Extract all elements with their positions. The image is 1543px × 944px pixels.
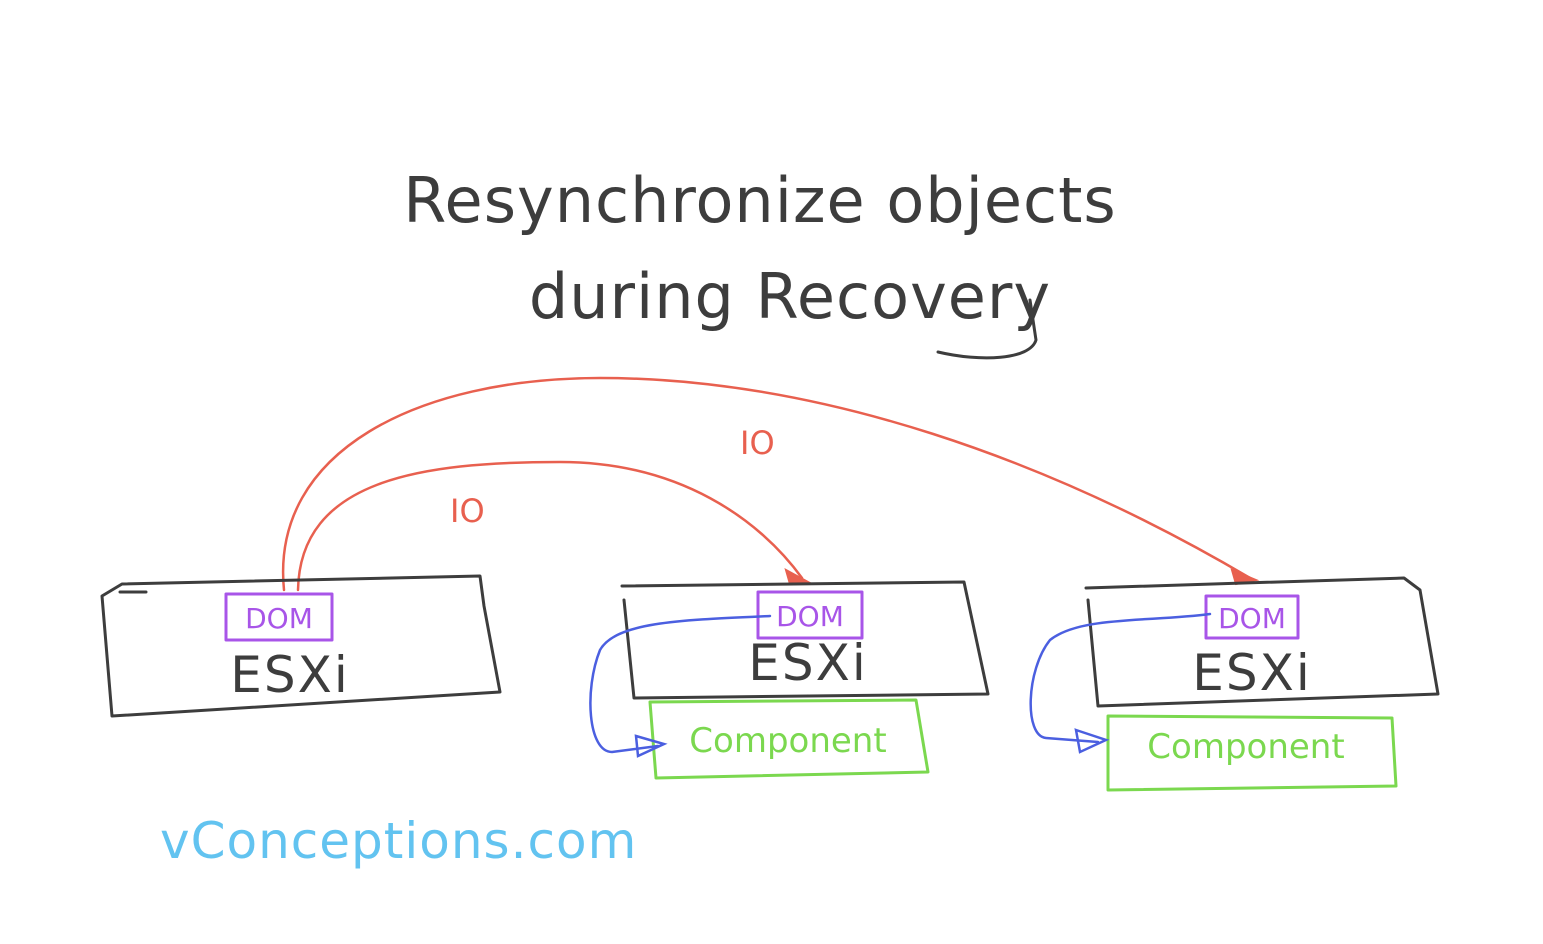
dom-box <box>756 590 864 640</box>
local-link-arrowhead <box>1074 728 1110 754</box>
watermark: vConceptions.com <box>160 812 637 870</box>
component-label: Component <box>689 721 886 761</box>
local-link-arrowhead <box>634 734 668 758</box>
component-label: Component <box>1147 727 1344 767</box>
dom-label: DOM <box>776 600 844 633</box>
title-flourish <box>936 298 1038 360</box>
component-box <box>648 698 930 780</box>
io-arc-near <box>296 460 804 592</box>
host-3: DOM ESXi Component <box>1029 576 1440 792</box>
host-1: DOM ESXi <box>100 574 502 718</box>
host-name: ESXi <box>748 634 867 692</box>
local-link <box>589 614 772 754</box>
local-link <box>1029 612 1212 744</box>
dom-box <box>1204 594 1300 640</box>
component-box <box>1106 714 1398 792</box>
host-name: ESXi <box>230 646 349 704</box>
io-label-near: IO <box>450 492 485 530</box>
title-line-2: during Recovery <box>529 260 1051 333</box>
title-line-1: Resynchronize objects <box>403 164 1116 237</box>
io-label-far: IO <box>740 424 775 462</box>
host-box <box>100 574 502 718</box>
dom-label: DOM <box>245 602 313 635</box>
host-2: DOM ESXi Component <box>589 580 990 780</box>
io-arc-far <box>281 376 1252 592</box>
host-box <box>1084 576 1440 708</box>
host-box <box>620 580 990 700</box>
dom-label: DOM <box>1218 602 1286 635</box>
dom-box <box>224 592 334 642</box>
host-name: ESXi <box>1192 644 1311 702</box>
